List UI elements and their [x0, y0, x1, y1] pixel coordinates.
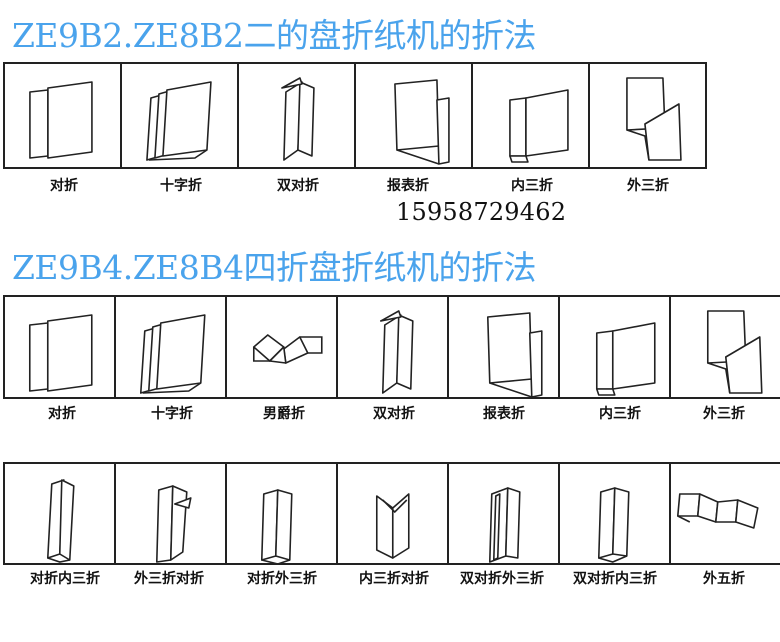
- fold-cell: [671, 295, 780, 399]
- fold-cell: [5, 462, 116, 565]
- fold-cell: [671, 462, 780, 565]
- fold-label: 双对折: [373, 406, 415, 422]
- z-fold-icon: [626, 77, 682, 161]
- cross-fold-icon: [146, 81, 212, 161]
- fold-cell: [227, 295, 338, 399]
- section-title-2-plate: ZE9B2.ZE8B2二的盘折纸机的折法: [12, 16, 537, 55]
- fold-cell: [449, 462, 560, 565]
- cross-fold-icon: [139, 314, 206, 394]
- fold-label: 十字折: [151, 406, 193, 422]
- fold-cell: [473, 62, 590, 169]
- fold-label: 对折: [50, 178, 78, 194]
- gate-fold-icon: [252, 334, 323, 364]
- half-letter-fold-icon: [46, 479, 75, 563]
- fold-cell: [239, 62, 356, 169]
- fold-cell: [227, 462, 338, 565]
- fold-cell: [116, 295, 227, 399]
- fold-label: 对折外三折: [247, 571, 317, 587]
- fold-label: 内三折对折: [359, 571, 429, 587]
- fold-label: 对折: [48, 406, 76, 422]
- fold-label: 双对折外三折: [460, 571, 544, 587]
- double-letter-fold-icon: [597, 487, 630, 563]
- fold-cell: [5, 62, 122, 169]
- fold-label: 双对折: [277, 178, 319, 194]
- fold-label: 十字折: [160, 178, 202, 194]
- fold-label: 内三折: [511, 178, 553, 194]
- fold-label: 报表折: [483, 406, 525, 422]
- fold-label: 双对折内三折: [573, 571, 657, 587]
- fold-cell: [338, 462, 449, 565]
- fold-label: 内三折: [599, 406, 641, 422]
- double-z-fold-icon: [488, 487, 521, 563]
- fold-labels-row1: 对折 十字折 双对折 报表折 内三折 外三折: [3, 178, 780, 196]
- fold-labels-row3: 对折内三折 外三折对折 对折外三折 内三折对折 双对折外三折 双对折内三折 外五…: [3, 571, 780, 589]
- z-half-fold-icon: [155, 485, 192, 563]
- half-z-fold-icon: [260, 489, 293, 563]
- fold-label: 外三折对折: [134, 571, 204, 587]
- fold-cell: [560, 295, 671, 399]
- fold-cell: [116, 462, 227, 565]
- letter-fold-icon: [595, 322, 656, 396]
- report-fold-icon: [394, 79, 450, 165]
- double-parallel-fold-icon: [281, 77, 315, 161]
- fold-cell: [590, 62, 707, 169]
- fold-grid-4-plate-row1: [3, 295, 780, 399]
- double-parallel-fold-icon: [379, 310, 414, 394]
- fold-label: 外三折: [627, 178, 669, 194]
- fold-cell: [449, 295, 560, 399]
- fold-cell: [122, 62, 239, 169]
- fold-label: 报表折: [387, 178, 429, 194]
- fold-label: 外五折: [703, 571, 745, 587]
- contact-phone: 15958729462: [396, 198, 567, 226]
- fold-cell: [560, 462, 671, 565]
- fold-label: 男爵折: [263, 406, 305, 422]
- report-fold-icon: [486, 312, 543, 397]
- fold-grid-2-plate: [3, 62, 707, 169]
- fold-label: 对折内三折: [30, 571, 100, 587]
- fold-labels-row2: 对折 十字折 男爵折 双对折 报表折 内三折 外三折: [3, 406, 780, 424]
- accordion-fold-icon: [676, 493, 759, 529]
- letter-half-fold-icon: [375, 493, 410, 559]
- fold-grid-4-plate-row2: [3, 462, 780, 565]
- fold-cell: [5, 295, 116, 399]
- z-fold-icon: [706, 310, 763, 394]
- letter-fold-icon: [509, 89, 569, 163]
- half-fold-icon: [28, 314, 93, 392]
- fold-label: 外三折: [703, 406, 745, 422]
- fold-cell: [338, 295, 449, 399]
- section-title-4-plate: ZE9B4.ZE8B4四折盘折纸机的折法: [12, 248, 537, 287]
- fold-cell: [356, 62, 473, 169]
- half-fold-icon: [29, 81, 93, 159]
